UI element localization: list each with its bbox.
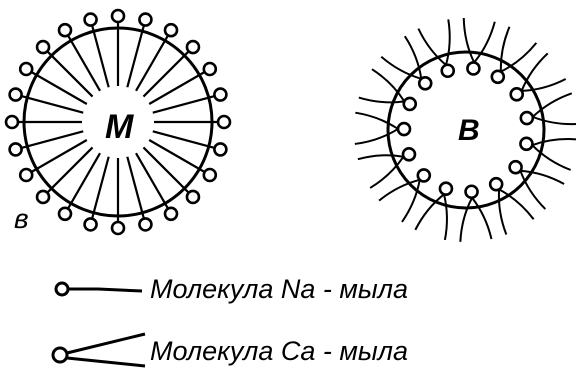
na-soap-tail — [31, 140, 86, 172]
na-soap-tail — [21, 96, 83, 113]
right-micelle-center-label: В — [458, 114, 480, 147]
ca-soap-tail — [370, 157, 403, 188]
ca-soap-tail — [358, 155, 404, 159]
ca-soap-tail — [355, 113, 398, 129]
na-soap-tail — [153, 131, 215, 148]
ca-soap-head — [521, 112, 533, 124]
na-soap-head — [112, 222, 124, 234]
ca-soap-tail — [381, 57, 421, 79]
na-soap-head — [85, 218, 97, 230]
na-soap-head — [214, 89, 226, 101]
na-soap-tail — [153, 96, 215, 113]
na-soap-head — [139, 14, 151, 26]
na-soap-tail — [136, 153, 168, 208]
na-soap-tail — [127, 25, 144, 87]
ca-soap-head — [398, 123, 410, 135]
ca-soap-tail — [532, 139, 576, 145]
na-soap-tail — [127, 157, 144, 219]
ca-soap-tail — [533, 117, 576, 124]
ca-soap-head — [492, 71, 504, 83]
ca-soap-head — [466, 186, 478, 198]
ca-soap-tail — [372, 69, 404, 101]
na-soap-tail — [149, 140, 204, 172]
na-soap-tail — [143, 147, 188, 192]
left-micelle-center-label: М — [105, 108, 134, 146]
na-soap-tail — [143, 51, 188, 96]
na-soap-head — [37, 41, 49, 53]
ca-soap-tail — [520, 171, 545, 209]
na-soap-head — [10, 143, 22, 155]
ca-soap-head — [511, 88, 523, 100]
ca-soap-tail — [464, 18, 474, 62]
na-soap-head — [204, 63, 216, 75]
na-soap-head — [204, 169, 216, 181]
ca-soap-head — [418, 169, 430, 181]
na-soap-tail — [68, 153, 100, 208]
legend-ca-label: Молекула Ca - мыла — [150, 336, 408, 366]
na-soap-tail — [21, 131, 83, 148]
na-soap-head — [85, 14, 97, 26]
na-soap-head — [218, 116, 230, 128]
na-soap-tail — [47, 51, 92, 96]
ca-soap-head — [467, 62, 479, 74]
ca-soap-tail — [444, 194, 447, 240]
na-soap-head — [139, 218, 151, 230]
na-soap-head — [187, 41, 199, 53]
ca-soap-head — [520, 138, 532, 150]
ca-soap-molecule-icon — [53, 334, 145, 366]
ca-soap-head — [490, 178, 502, 190]
ca-soap-head — [510, 161, 522, 173]
ca-soap-tail — [522, 53, 548, 90]
ca-soap-head — [419, 77, 431, 89]
ca-soap-head — [440, 183, 452, 195]
ca-soap-tail — [501, 43, 536, 72]
na-soap-tail — [47, 147, 92, 192]
na-soap-head — [20, 169, 32, 181]
na-soap-head — [165, 24, 177, 36]
na-soap-tail — [136, 35, 168, 90]
na-soap-tail — [68, 35, 100, 90]
legend-na-label: Молекула Na - мыла — [150, 274, 408, 304]
na-soap-molecule-icon — [56, 283, 142, 295]
na-soap-tail — [149, 72, 204, 104]
ca-soap-head — [403, 148, 415, 160]
ca-soap-tail — [355, 129, 398, 144]
na-soap-head — [112, 10, 124, 22]
na-soap-head — [6, 116, 18, 128]
na-soap-tail — [92, 25, 109, 87]
na-soap-head — [165, 208, 177, 220]
ca-soap-tail — [446, 19, 450, 65]
na-soap-tail — [92, 157, 109, 219]
ca-soap-tail — [460, 198, 472, 242]
ca-soap-tail — [379, 180, 420, 201]
na-soap-head — [214, 143, 226, 155]
na-soap-head — [59, 208, 71, 220]
na-soap-head — [10, 89, 22, 101]
na-soap-tail — [31, 72, 86, 104]
legend: Молекула Na - мыла Молекула Ca - мыла — [53, 274, 408, 366]
ca-soap-tail — [499, 189, 534, 219]
na-soap-head — [187, 191, 199, 203]
ca-soap-head — [404, 98, 416, 110]
na-soap-head — [37, 191, 49, 203]
na-soap-head — [20, 63, 32, 75]
na-soap-head — [59, 24, 71, 36]
ca-soap-head — [442, 65, 454, 77]
left-micelle-corner-label: в — [14, 203, 29, 234]
ca-soap-tail — [359, 98, 404, 103]
